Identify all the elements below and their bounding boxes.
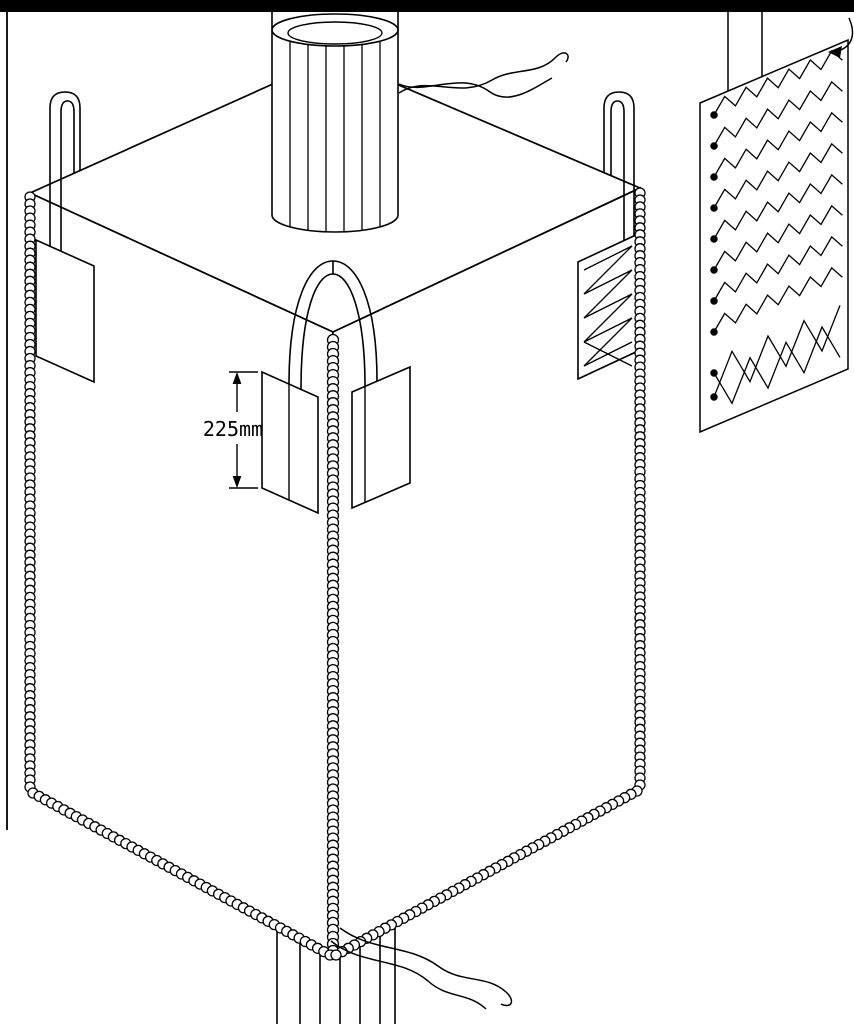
stitch-dot: [710, 111, 718, 119]
fill-spout-opening: [287, 21, 383, 45]
stitch-zigzag-row: [713, 305, 841, 398]
loop-right-inner-outline: [610, 100, 625, 240]
dimension-annotation: 225mm: [203, 371, 263, 489]
fill-spout-tie-strings: [398, 52, 569, 98]
stitch-zigzag-row: [713, 204, 843, 271]
patch-stitch-cross: [583, 341, 633, 367]
lifting-loop-front: [261, 260, 411, 515]
stitch-dot: [710, 297, 718, 305]
frame-top-bar: [0, 0, 854, 12]
fill-spout-bottom-rim: [271, 214, 399, 233]
stitch-zigzag-row: [713, 111, 843, 178]
drawing-frame: [0, 0, 854, 830]
seam-stitching: [24, 187, 646, 961]
discharge-tie-strings: [330, 927, 513, 1010]
detail-panel-outline: [699, 38, 849, 434]
stitch-dot: [710, 142, 718, 150]
stitch-zigzag-row: [713, 49, 843, 116]
fill-spout-folds: [289, 41, 381, 232]
seam-coil: [330, 949, 342, 961]
fill-spout-body: [272, 12, 398, 232]
stitch-zigzag-row: [713, 325, 841, 405]
detail-callout-arrowhead: [828, 46, 842, 58]
stitch-zigzag-row: [713, 235, 843, 302]
stitch-dot: [710, 393, 718, 401]
stitch-dot: [710, 369, 718, 377]
loop-patch-left: [35, 238, 95, 384]
stitch-dot: [710, 328, 718, 336]
stitch-zigzag-row: [713, 80, 843, 147]
dimension-label: 225mm: [203, 417, 263, 441]
stitch-detail-panel: [699, 12, 854, 434]
dimension-arrow-down: [232, 476, 242, 488]
stitch-dot: [710, 266, 718, 274]
dimension-arrow-up: [232, 372, 242, 384]
tie-string: [330, 940, 487, 1010]
loop-right-outer-outline: [603, 91, 635, 236]
stitch-rows: [710, 49, 843, 405]
tie-string: [398, 77, 553, 98]
fill-spout-top-rim: [271, 13, 399, 47]
loop-strap-front-right: [351, 365, 411, 510]
stitch-zigzag-row: [713, 173, 843, 240]
stitch-dot: [710, 173, 718, 181]
lifting-loop-left: [35, 91, 95, 384]
loop-strap-front-left: [261, 370, 319, 515]
stitch-dot: [710, 235, 718, 243]
stitch-zigzag-row: [713, 142, 843, 209]
loop-left-outer-outline: [49, 91, 81, 246]
fill-spout: [271, 12, 569, 233]
stitch-dot: [710, 204, 718, 212]
tie-string: [339, 927, 513, 1007]
tie-string: [398, 52, 569, 94]
loop-left-inner-outline: [60, 100, 75, 251]
patch-stitch-zigzag: [583, 245, 633, 367]
stitch-zigzag-row: [713, 266, 843, 333]
